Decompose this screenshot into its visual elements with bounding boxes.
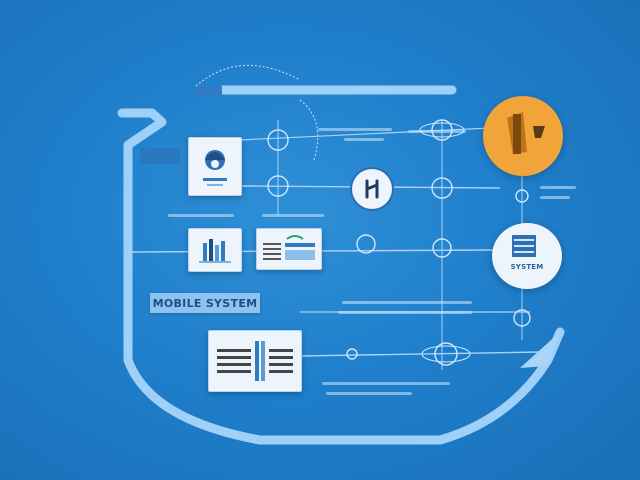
lens-node (421, 345, 471, 363)
frame-arc-right (299, 99, 319, 161)
report-icon (217, 341, 293, 381)
illegible-text (344, 138, 384, 141)
illegible-text (342, 301, 472, 304)
line-row-5 (299, 351, 541, 357)
document-icon (263, 235, 315, 260)
card-user (188, 137, 242, 196)
small-node (346, 348, 358, 360)
illegible-text (338, 311, 472, 314)
user-icon (203, 150, 227, 186)
illegible-text (262, 214, 324, 217)
hub-node (352, 169, 392, 209)
frame-top-tab (196, 86, 222, 96)
illegible-text (540, 186, 576, 189)
frame-arc (195, 64, 301, 87)
mobile-system-label: MOBILE SYSTEM (150, 293, 260, 313)
document-icon (512, 235, 536, 257)
small-node (267, 175, 289, 197)
document-node-caption: SYSTEM (510, 263, 544, 271)
small-node (267, 129, 289, 151)
small-node (513, 309, 531, 327)
orange-node (483, 96, 563, 176)
document-node (492, 223, 562, 289)
small-node (434, 342, 458, 366)
small-node (432, 238, 452, 258)
connector-icon (365, 179, 379, 199)
left-tab (140, 148, 180, 164)
bar-chart-icon (199, 239, 231, 263)
outer-frame (117, 108, 565, 445)
card-report (208, 330, 302, 392)
illegible-text (168, 214, 234, 217)
illegible-text (318, 128, 392, 131)
bottom-wedge (520, 332, 560, 368)
small-node (431, 177, 453, 199)
illegible-text (322, 382, 450, 385)
card-document (256, 228, 322, 270)
illegible-text (540, 196, 570, 199)
small-node (356, 234, 376, 254)
small-node (515, 189, 529, 203)
illegible-text (326, 392, 412, 395)
card-chart (188, 228, 242, 272)
tools-icon (507, 112, 545, 154)
illegible-text (408, 130, 466, 133)
